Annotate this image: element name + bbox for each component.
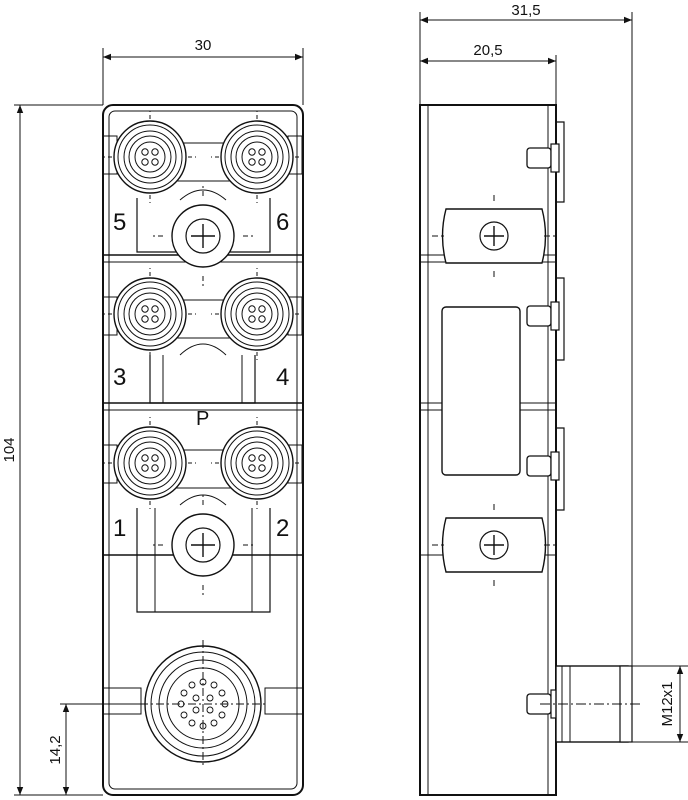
width-dimension-text: 30: [195, 37, 212, 54]
dimension-width: [102, 48, 304, 105]
mount-offset-text: 14,2: [47, 735, 64, 764]
power-label: P: [196, 408, 209, 430]
dimension-body-depth: [420, 55, 557, 105]
height-dimension-text: 104: [1, 437, 18, 462]
port-label-6: 6: [276, 209, 289, 236]
m12-main-connector: [102, 640, 304, 768]
port-label-3: 3: [113, 364, 126, 391]
side-port-lower: [526, 451, 560, 481]
body-depth-text: 20,5: [473, 42, 502, 59]
side-view: [419, 104, 640, 796]
port-label-5: 5: [113, 209, 126, 236]
side-label-window: [441, 306, 521, 476]
dimension-height: [14, 104, 103, 796]
dimension-thread: [628, 665, 688, 743]
front-view: 5 6 3 4 1 2 P: [102, 104, 304, 796]
side-port-upper: [526, 143, 560, 173]
total-depth-text: 31,5: [511, 2, 540, 19]
port-label-1: 1: [113, 515, 126, 542]
port-label-2: 2: [276, 515, 289, 542]
dimension-mount-offset: [60, 703, 140, 795]
thread-size-text: M12x1: [659, 681, 676, 726]
port-label-4: 4: [276, 364, 289, 391]
m12-thread-side: [540, 665, 640, 743]
side-port-middle: [526, 301, 560, 331]
